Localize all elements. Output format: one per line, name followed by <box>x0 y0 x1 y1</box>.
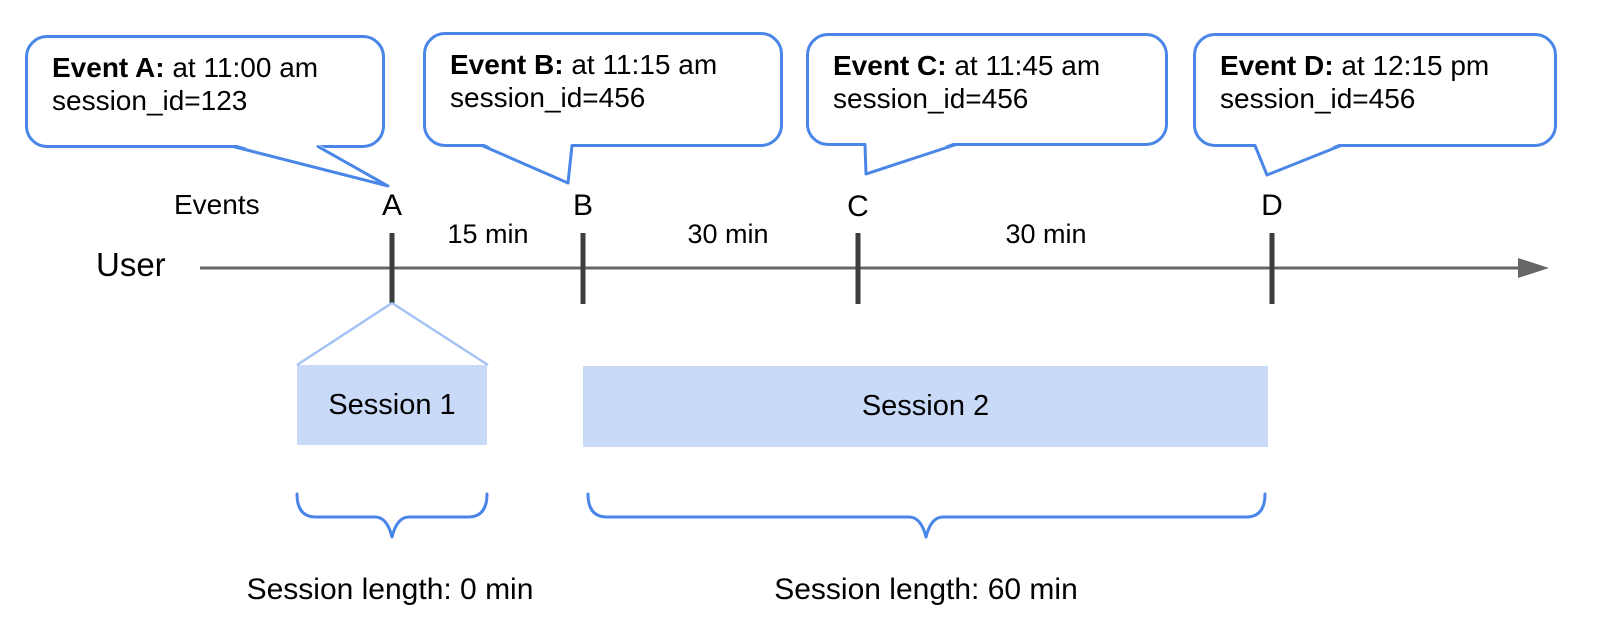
session-1-label: Session 1 <box>328 388 456 421</box>
interval-a-b-label: 15 min <box>447 219 529 249</box>
event-a-callout-tail-icon <box>231 144 390 188</box>
event-c-callout-tail-icon <box>863 142 958 176</box>
session-1-bar: Session 1 <box>297 365 487 445</box>
session-1-length-label: Session length: 0 min <box>246 573 534 606</box>
event-d-callout: Event D: at 12:15 pm session_id=456 <box>1193 33 1557 147</box>
event-b-callout-line1: Event B: at 11:15 am <box>450 48 770 81</box>
event-c-callout-time: at 11:45 am <box>946 50 1101 81</box>
event-b-callout-time: at 11:15 am <box>563 49 718 80</box>
events-row-label: Events <box>174 189 260 220</box>
event-b-callout-title: Event B: <box>450 49 564 80</box>
event-c-letter: C <box>847 190 869 223</box>
interval-c-d-label: 30 min <box>1005 219 1087 249</box>
session-1-funnel-left-line <box>296 301 393 367</box>
event-d-callout-time: at 12:15 pm <box>1333 50 1490 81</box>
event-d-callout-line1: Event D: at 12:15 pm <box>1220 49 1544 82</box>
event-d-callout-title: Event D: <box>1220 50 1334 81</box>
event-a-callout-line2: session_id=123 <box>52 85 248 116</box>
session-1-funnel-right-line <box>391 301 489 367</box>
user-row-label: User <box>96 246 166 283</box>
event-b-letter: B <box>572 189 593 222</box>
interval-b-c-label: 30 min <box>687 219 769 249</box>
event-d-letter: D <box>1261 189 1283 222</box>
session-2-label: Session 2 <box>861 390 990 422</box>
event-c-callout-title: Event C: <box>833 50 947 81</box>
event-a-callout: Event A: at 11:00 am session_id=123 <box>25 35 385 148</box>
session-2-length-label: Session length: 60 min <box>774 573 1078 606</box>
event-c-callout-line2: session_id=456 <box>833 83 1029 114</box>
session-1-brace-icon <box>295 492 489 539</box>
event-c-callout-line1: Event C: at 11:45 am <box>833 49 1155 82</box>
event-b-callout: Event B: at 11:15 am session_id=456 <box>423 32 783 147</box>
event-a-letter: A <box>381 189 402 222</box>
event-a-callout-line1: Event A: at 11:00 am <box>52 51 372 84</box>
event-d-callout-line2: session_id=456 <box>1220 83 1416 114</box>
event-a-callout-title: Event A: <box>52 52 165 83</box>
event-a-callout-time: at 11:00 am <box>164 52 319 83</box>
event-c-callout: Event C: at 11:45 am session_id=456 <box>806 33 1168 146</box>
session-2-brace-icon <box>586 492 1267 539</box>
timeline-arrowhead-icon <box>1518 258 1549 278</box>
event-b-callout-tail-icon <box>480 143 574 185</box>
event-d-callout-tail-icon <box>1253 143 1343 177</box>
event-b-callout-line2: session_id=456 <box>450 82 646 113</box>
session-2-bar: Session 2 <box>583 366 1268 447</box>
